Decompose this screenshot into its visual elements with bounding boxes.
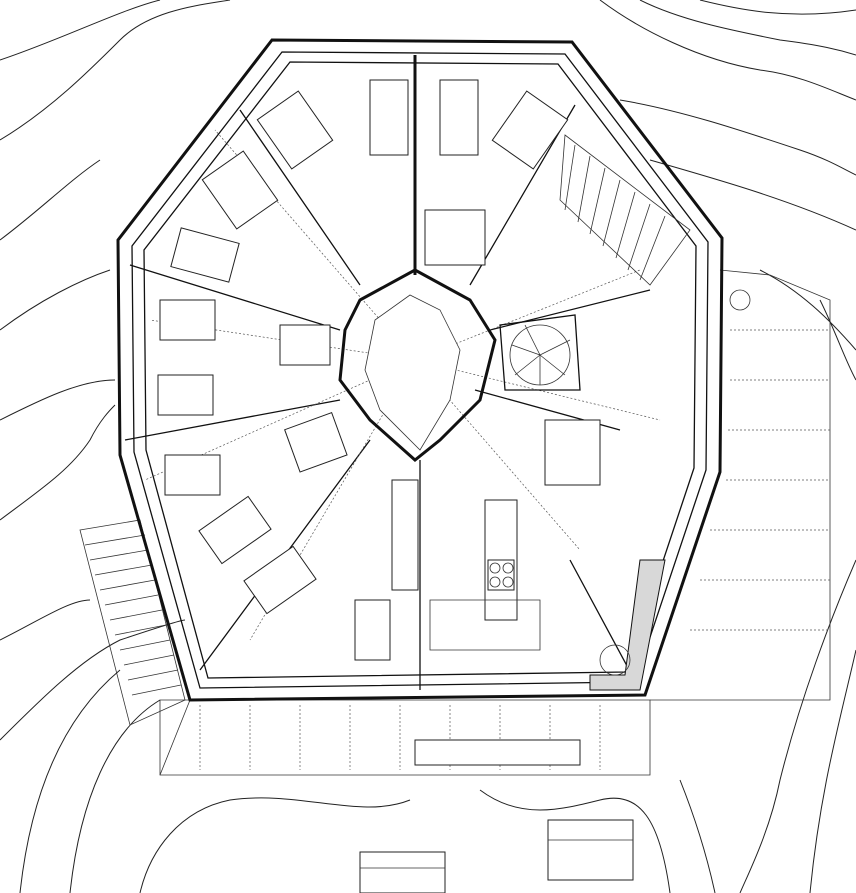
table (170, 227, 240, 283)
central-core (338, 268, 581, 462)
counter (391, 479, 419, 591)
table (424, 209, 486, 266)
furniture (157, 79, 751, 691)
table (439, 79, 479, 156)
spiral-stair (499, 314, 581, 391)
table (544, 419, 601, 486)
south-terrace-grid (199, 705, 601, 770)
table (201, 150, 279, 230)
table (164, 454, 221, 496)
table (279, 324, 331, 366)
garden-block-right (547, 819, 634, 881)
west-stair (79, 519, 186, 726)
table (284, 412, 348, 473)
table (157, 374, 214, 416)
cooktop (487, 559, 515, 591)
table (198, 495, 272, 565)
table (256, 90, 334, 170)
table (354, 599, 391, 661)
table (159, 299, 216, 341)
garden-block-left (359, 851, 446, 893)
table (491, 90, 569, 170)
table (243, 545, 317, 615)
hatched-wall (589, 559, 666, 691)
exterior-decks (79, 269, 831, 893)
bench (414, 739, 581, 766)
table (369, 79, 409, 156)
east-stair (559, 134, 691, 286)
